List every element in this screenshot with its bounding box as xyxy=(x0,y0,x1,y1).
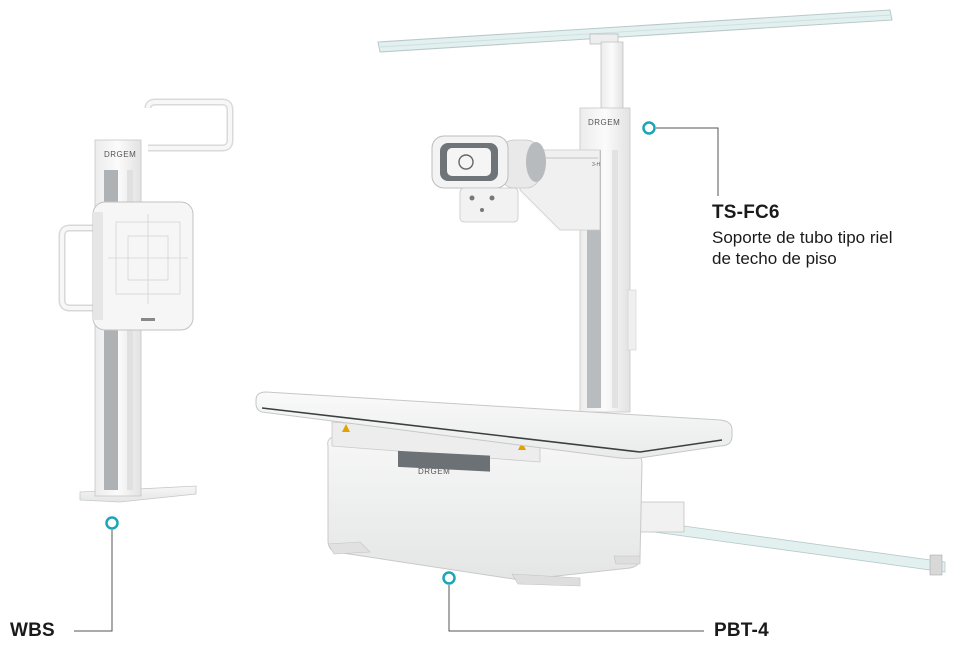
ts-fc6-callout xyxy=(642,121,719,196)
wbs-callout xyxy=(74,516,119,632)
pbt-4-callout xyxy=(442,571,704,632)
wbs-marker-dot xyxy=(105,516,119,530)
ts-fc6-ceiling-tube-support: DRGEM 3-H xyxy=(377,9,893,413)
wbs-leader-line xyxy=(74,530,113,632)
ts-fc6-description-line2: de techo de piso xyxy=(712,249,837,268)
wbs-wall-bucky-stand: DRGEM xyxy=(58,98,234,503)
ts-fc6-leader-line xyxy=(656,127,719,196)
wbs-model-label: WBS xyxy=(10,620,55,641)
svg-text:3-H: 3-H xyxy=(592,162,600,168)
wbs-column-brand: DRGEM xyxy=(104,150,136,159)
ts-fc6-description-line1: Soporte de tubo tipo riel xyxy=(712,228,893,247)
ts-fc6-marker-dot xyxy=(642,121,656,135)
ts-fc6-model-label: TS-FC6 xyxy=(712,202,780,223)
table-brand: DRGEM xyxy=(418,467,450,476)
pbt-4-marker-dot xyxy=(442,571,456,585)
ts-fc6-description: Soporte de tubo tipo riel de techo de pi… xyxy=(712,227,952,269)
ts-column-brand: DRGEM xyxy=(588,118,620,127)
pbt-4-leader-line xyxy=(448,585,704,632)
pbt-4-patient-table: DRGEM xyxy=(255,391,946,587)
pbt-4-model-label: PBT-4 xyxy=(714,620,769,641)
